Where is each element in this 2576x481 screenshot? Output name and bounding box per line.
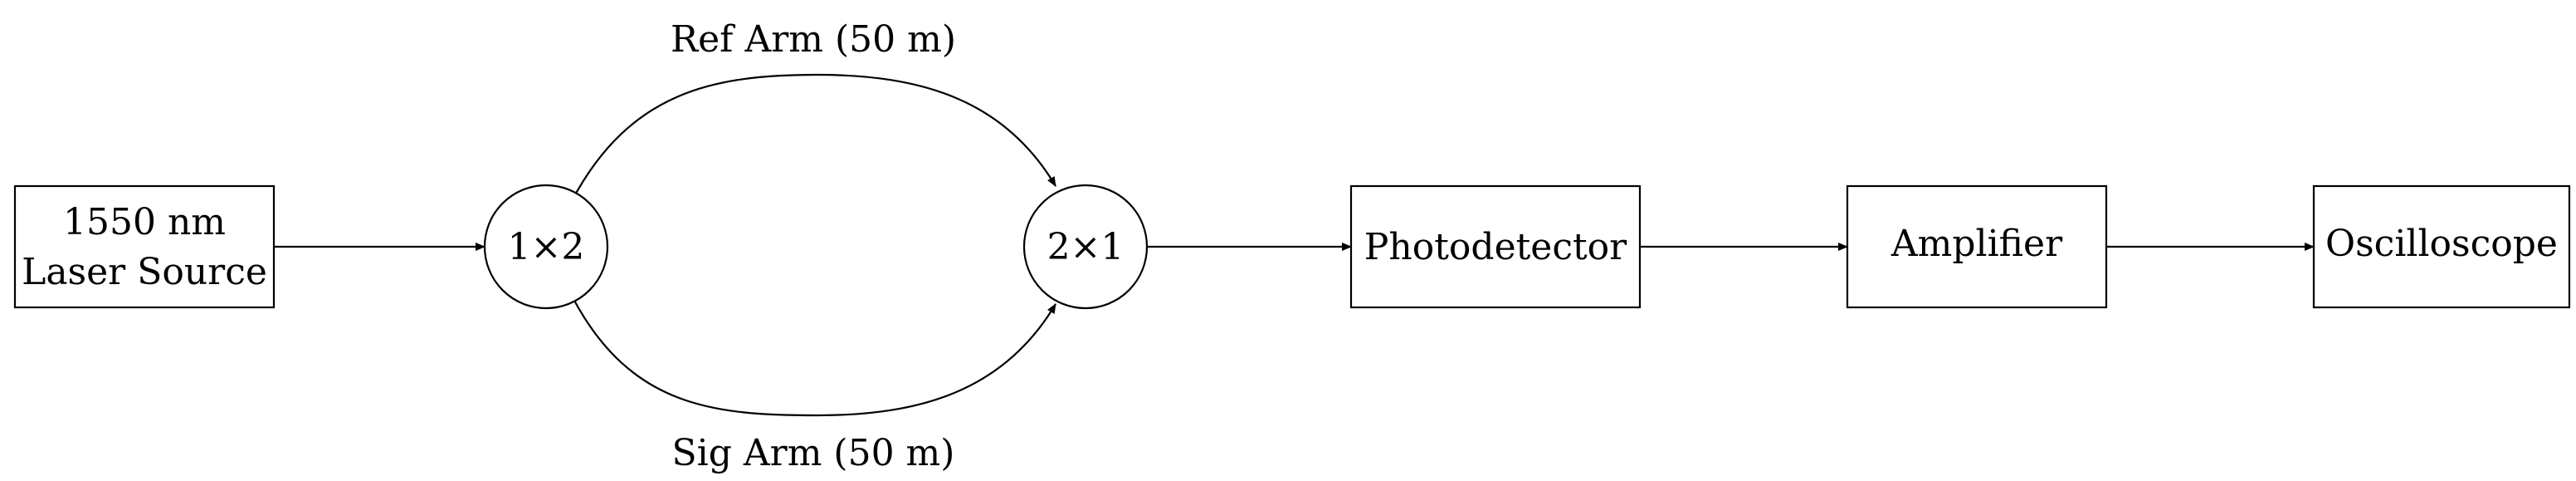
laser-source-box <box>13 184 276 309</box>
combiner-node: 2×1 <box>1022 184 1149 310</box>
sig-arm-label: Sig Arm (50 m) <box>672 432 955 474</box>
photodetector-box <box>1349 184 1642 309</box>
ref-arm-label: Ref Arm (50 m) <box>671 18 956 61</box>
photodetector-node: Photodetector <box>1349 184 1642 309</box>
splitter-circle <box>483 184 609 310</box>
splitter-label: 1×2 <box>508 226 585 268</box>
amplifier-label: Amplifier <box>1891 223 2063 265</box>
oscilloscope-label: Oscilloscope <box>2325 223 2558 265</box>
amplifier-node: Amplifier <box>1846 184 2108 309</box>
combiner-circle <box>1022 184 1149 310</box>
laser-source-line2: Laser Source <box>22 251 267 293</box>
oscilloscope-node: Oscilloscope <box>2312 184 2571 309</box>
combiner-label: 2×1 <box>1047 226 1125 268</box>
laser-source-line1: 1550 nm <box>63 201 226 243</box>
laser-source-node: 1550 nm Laser Source <box>13 184 276 309</box>
photodetector-label: Photodetector <box>1364 226 1627 268</box>
edge-sig-arm <box>572 297 1056 417</box>
oscilloscope-box <box>2312 184 2571 309</box>
edge-ref-arm <box>572 73 1056 200</box>
splitter-node: 1×2 <box>483 184 609 310</box>
amplifier-box <box>1846 184 2108 309</box>
